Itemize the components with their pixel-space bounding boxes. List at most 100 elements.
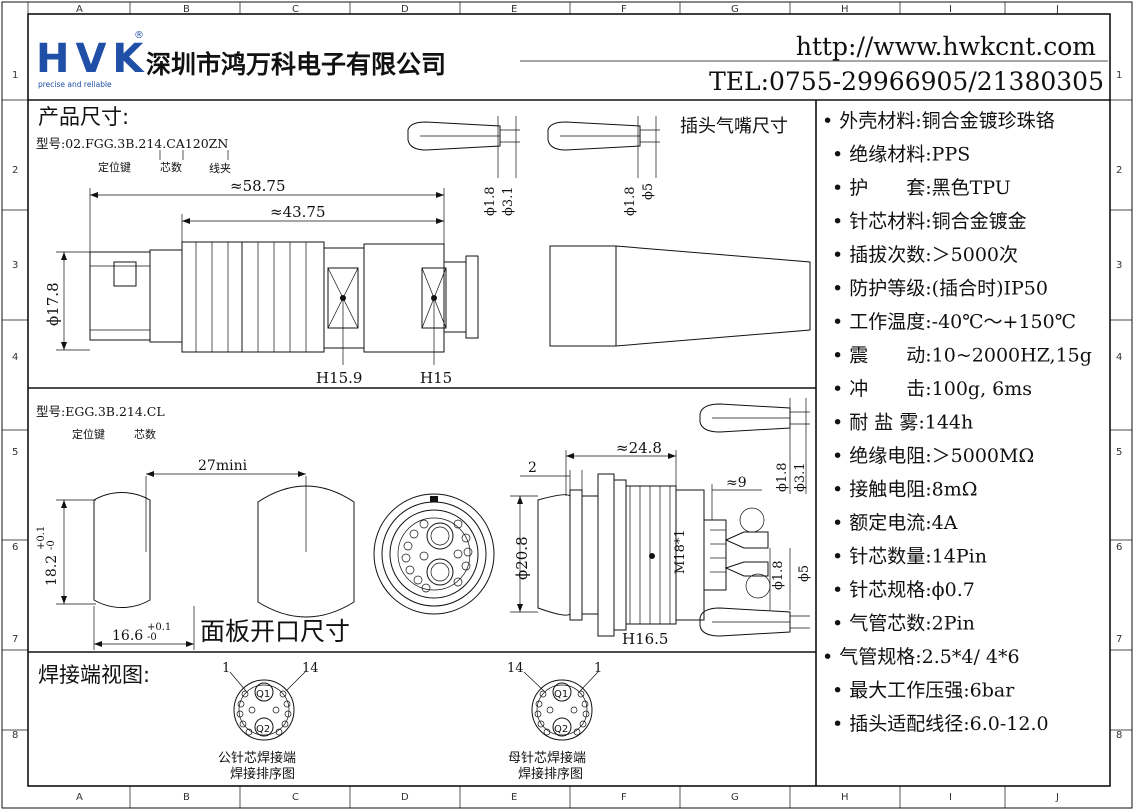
plug-model: 型号:02.FGG.3B.214.CA120ZN [36, 136, 228, 151]
spec-row: • 绝缘材料:PPS [832, 144, 970, 166]
grid-row-6: 6 [12, 542, 18, 553]
spec-bullet: • [832, 244, 849, 266]
logo-text: HVK [36, 36, 149, 82]
spec-label: 插头适配线径 [849, 713, 963, 735]
spec-row: • 外壳材料:铜合金镀珍珠铬 [822, 110, 1055, 132]
plug-nozzle-detail-1 [407, 116, 520, 178]
grid-col-g-bottom: G [731, 792, 739, 803]
spec-row: • 针芯规格:ϕ0.7 [832, 579, 975, 601]
spec-value: 6bar [970, 680, 1016, 702]
spec-label: 绝缘材料 [849, 144, 925, 166]
panel-width-dim: 27mini [198, 458, 248, 474]
spec-colon: : [925, 479, 931, 501]
spec-bullet: • [832, 345, 849, 367]
panel-height-tol-upper: +0.1 [36, 526, 47, 550]
spec-bullet: • [822, 110, 839, 132]
socket-hex-dim: H16.5 [622, 630, 668, 648]
spec-colon: : [915, 110, 921, 132]
spec-colon: : [963, 713, 969, 735]
plug-side-view [89, 241, 479, 353]
spec-label: 额定电流 [849, 512, 925, 534]
socket-nozzle-dim-4: ϕ5 [797, 565, 812, 582]
spec-colon: : [925, 445, 931, 467]
spec-bullet: • [832, 278, 849, 300]
male-pin-first: 1 [222, 661, 230, 676]
spec-label: 冲 击 [849, 378, 925, 400]
spec-colon: : [925, 579, 931, 601]
spec-bullet: • [832, 479, 849, 501]
spec-label: 插拔次数 [849, 244, 925, 266]
spec-bullet: • [832, 144, 849, 166]
grid-row-4: 4 [12, 352, 18, 363]
spec-bullet: • [832, 412, 849, 434]
male-caption-2: 焊接排序图 [230, 766, 295, 782]
spec-bullet: • [822, 646, 839, 668]
grid-col-d: D [401, 4, 409, 15]
socket-diameter-dim: ϕ20.8 [513, 536, 531, 580]
grid-row-4-right: 4 [1116, 352, 1122, 363]
spec-label: 防护等级 [849, 278, 925, 300]
spec-colon: : [963, 680, 969, 702]
spec-row: • 震 动:10~2000HZ,15g [832, 345, 1092, 367]
spec-row: • 气管芯数:2Pin [832, 613, 975, 635]
grid-row-labels: 1 2 3 4 5 6 7 8 1 2 3 4 5 6 7 8 [2, 70, 1132, 741]
spec-value: ＞5000次 [932, 244, 1018, 266]
male-q1: Q1 [256, 689, 270, 700]
grid-col-c-bottom: C [292, 792, 299, 803]
dim-hex-1: H15.9 [316, 369, 362, 387]
grid-column-labels: A B C D E F G H I J A B C D E F G H I J [27, 2, 1059, 808]
grid-row-7: 7 [12, 634, 18, 645]
socket-length-dim: ≈24.8 [616, 439, 662, 457]
model-label-clamp: 线夹 [209, 161, 231, 175]
spec-label: 针芯材料 [849, 211, 925, 233]
spec-value: 14Pin [932, 546, 987, 568]
dim-hex-2: H15 [420, 369, 452, 387]
spec-row: • 工作温度:-40℃～+150℃ [832, 311, 1076, 333]
socket-offset-dim: ≈9 [726, 475, 747, 491]
spec-value: 2Pin [932, 613, 975, 635]
socket-nozzle-dim-1: ϕ1.8 [775, 462, 790, 492]
model-label-key: 定位键 [98, 160, 131, 174]
socket-flange-dim: 2 [528, 460, 537, 476]
grid-col-a: A [76, 4, 83, 15]
spec-bullet: • [832, 512, 849, 534]
spec-colon: : [925, 177, 931, 199]
telephone: TEL:0755-29966905/21380305 [709, 67, 1104, 96]
panel-cut-tol-lower: -0 [147, 632, 157, 643]
spec-bullet: • [832, 177, 849, 199]
dim-overall-length: ≈58.75 [230, 177, 286, 195]
female-caption-1: 母针芯焊接端 [508, 750, 586, 766]
logo-slogan: precise and reliable [38, 80, 112, 89]
spec-value: -40℃～+150℃ [932, 311, 1076, 333]
male-pin-last: 14 [302, 661, 319, 676]
spec-row: • 针芯材料:铜合金镀金 [832, 211, 1027, 233]
spec-bullet: • [832, 378, 849, 400]
grid-col-e-bottom: E [511, 792, 517, 803]
socket-side-view [537, 473, 771, 637]
grid-col-f-bottom: F [621, 792, 627, 803]
spec-colon: : [925, 546, 931, 568]
spec-colon: : [925, 144, 931, 166]
spec-colon: : [925, 211, 931, 233]
spec-label: 最大工作压强 [849, 680, 963, 702]
panel-cut-dim: 16.6 [112, 628, 143, 644]
grid-col-b-bottom: B [183, 792, 190, 803]
nozzle-dim-1: ϕ1.8 [483, 186, 498, 216]
grid-row-6-right: 6 [1116, 542, 1122, 553]
spec-bullet: • [832, 680, 849, 702]
spec-value: 144h [925, 412, 974, 434]
grid-row-8: 8 [12, 730, 18, 741]
grid-col-d-bottom: D [401, 792, 409, 803]
nozzle-dim-2: ϕ3.1 [501, 186, 516, 216]
socket-model: 型号:EGG.3B.214.CL [36, 404, 165, 419]
grid-col-c: C [292, 4, 299, 15]
spec-bullet: • [832, 211, 849, 233]
spec-label: 针芯数量 [849, 546, 925, 568]
product-section-title: 产品尺寸: [38, 105, 129, 129]
cable-boot [549, 245, 811, 347]
grid-col-a-bottom: A [76, 792, 83, 803]
spec-label: 接触电阻 [849, 479, 925, 501]
spec-value: 4A [932, 512, 958, 534]
socket-model-label-key: 定位键 [72, 427, 105, 441]
